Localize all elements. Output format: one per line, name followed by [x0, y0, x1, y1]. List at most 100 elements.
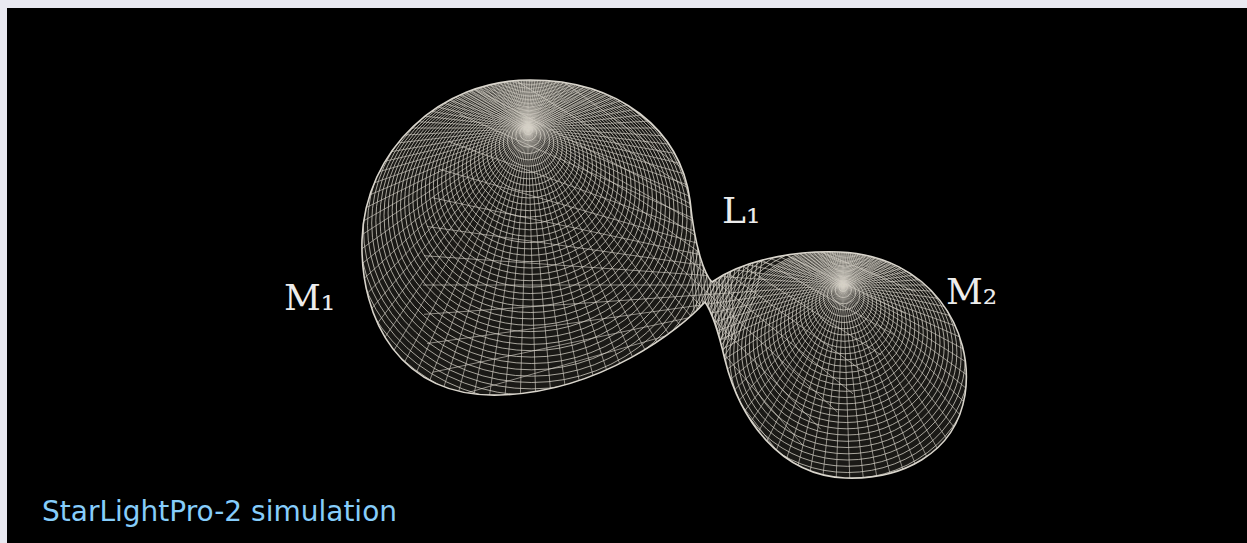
mesh-line [713, 285, 843, 543]
mesh-line [843, 285, 887, 543]
mesh-line [175, 128, 528, 355]
lobe-outline [362, 80, 966, 478]
mesh-line [272, 0, 529, 128]
mesh-line [332, 0, 528, 128]
mesh-line [313, 37, 750, 439]
mesh-line [132, 0, 528, 128]
mesh-line [843, 0, 945, 285]
mesh-line [528, 0, 611, 128]
mesh-line [843, 0, 887, 285]
mesh-line [376, 128, 528, 519]
mesh-line [843, 0, 1102, 285]
mesh-line [843, 88, 1214, 285]
mesh-line [528, 33, 937, 128]
mesh-line [162, 128, 528, 335]
mesh-line [459, 285, 843, 456]
mesh-line [119, 128, 528, 223]
mesh-line [843, 256, 1247, 285]
mesh-line [843, 0, 858, 285]
mesh-line [843, 0, 1000, 285]
mesh-line [528, 128, 658, 527]
mesh-line [291, 0, 528, 128]
mesh-line [659, 0, 843, 285]
mesh-line [423, 285, 843, 286]
mesh-line [843, 0, 916, 285]
mesh-line [843, 285, 1247, 344]
mesh-line [528, 0, 905, 128]
mesh-line [203, 128, 528, 394]
mesh-line [584, 285, 843, 543]
mesh-line [141, 0, 528, 128]
mesh-line [219, 0, 528, 128]
mesh-line [633, 285, 843, 543]
mesh-line [235, 0, 528, 128]
mesh-line [690, 250, 696, 340]
mesh-line [109, 128, 528, 152]
mesh-line [843, 285, 1027, 543]
mesh-line [439, 285, 843, 401]
mesh-line [843, 285, 1102, 543]
mesh-line [528, 128, 564, 543]
mass-label: M₂ [946, 274, 997, 310]
mesh-line [843, 285, 945, 543]
mesh-line [729, 250, 735, 340]
mesh-line [843, 0, 1078, 285]
mesh-line [528, 56, 942, 128]
mesh-line [528, 128, 588, 543]
mesh-line [770, 0, 843, 285]
mesh-line [432, 285, 843, 372]
mesh-line [151, 128, 528, 313]
mesh-line [235, 128, 528, 429]
mesh-line [376, 0, 528, 128]
mesh-line [253, 128, 528, 445]
mesh-line [503, 38, 843, 285]
mesh-line [528, 128, 803, 445]
mesh-line [111, 80, 528, 128]
mesh-line [468, 0, 528, 128]
mesh-line [843, 198, 1247, 285]
mesh-line [326, 49, 738, 428]
mesh-line [439, 169, 843, 285]
mesh-line [354, 128, 529, 510]
mesh-line [109, 104, 528, 128]
mesh-line [311, 0, 528, 128]
mesh-line [398, 0, 528, 128]
mesh-line [696, 250, 702, 340]
mesh-line [541, 285, 843, 543]
mesh-line [272, 128, 529, 461]
mesh-line [354, 0, 529, 128]
mesh-line [445, 0, 528, 128]
mesh-line [843, 285, 973, 543]
mesh-line [487, 62, 843, 285]
mesh-line [528, 128, 945, 176]
lobe-fill [362, 80, 966, 478]
mesh-line [114, 128, 528, 200]
mesh-line [843, 285, 1183, 532]
mesh-line [203, 0, 528, 128]
mesh-line [427, 285, 843, 344]
credit-caption: StarLightPro-2 simulation [42, 498, 397, 526]
mesh-line [311, 128, 528, 488]
mesh-line [799, 0, 843, 285]
mesh-line [843, 227, 1247, 286]
mesh-line [686, 285, 843, 543]
mesh-line [843, 169, 1247, 285]
mesh-line [843, 0, 1027, 285]
mesh-line [528, 128, 635, 534]
mesh-line [445, 128, 528, 540]
mesh-line [424, 256, 843, 285]
mesh-line [528, 80, 945, 128]
mesh-line [708, 250, 714, 340]
mesh-line [686, 215, 1011, 515]
mesh-line [828, 0, 843, 285]
mesh-line [528, 0, 803, 128]
mesh-line [843, 285, 1053, 543]
mesh-line [141, 128, 528, 292]
mesh-line [528, 0, 868, 128]
mesh-line [492, 128, 528, 543]
mesh-line [843, 0, 973, 285]
mesh-line [528, 0, 915, 128]
mesh-line [633, 0, 843, 285]
mesh-line [686, 0, 843, 285]
